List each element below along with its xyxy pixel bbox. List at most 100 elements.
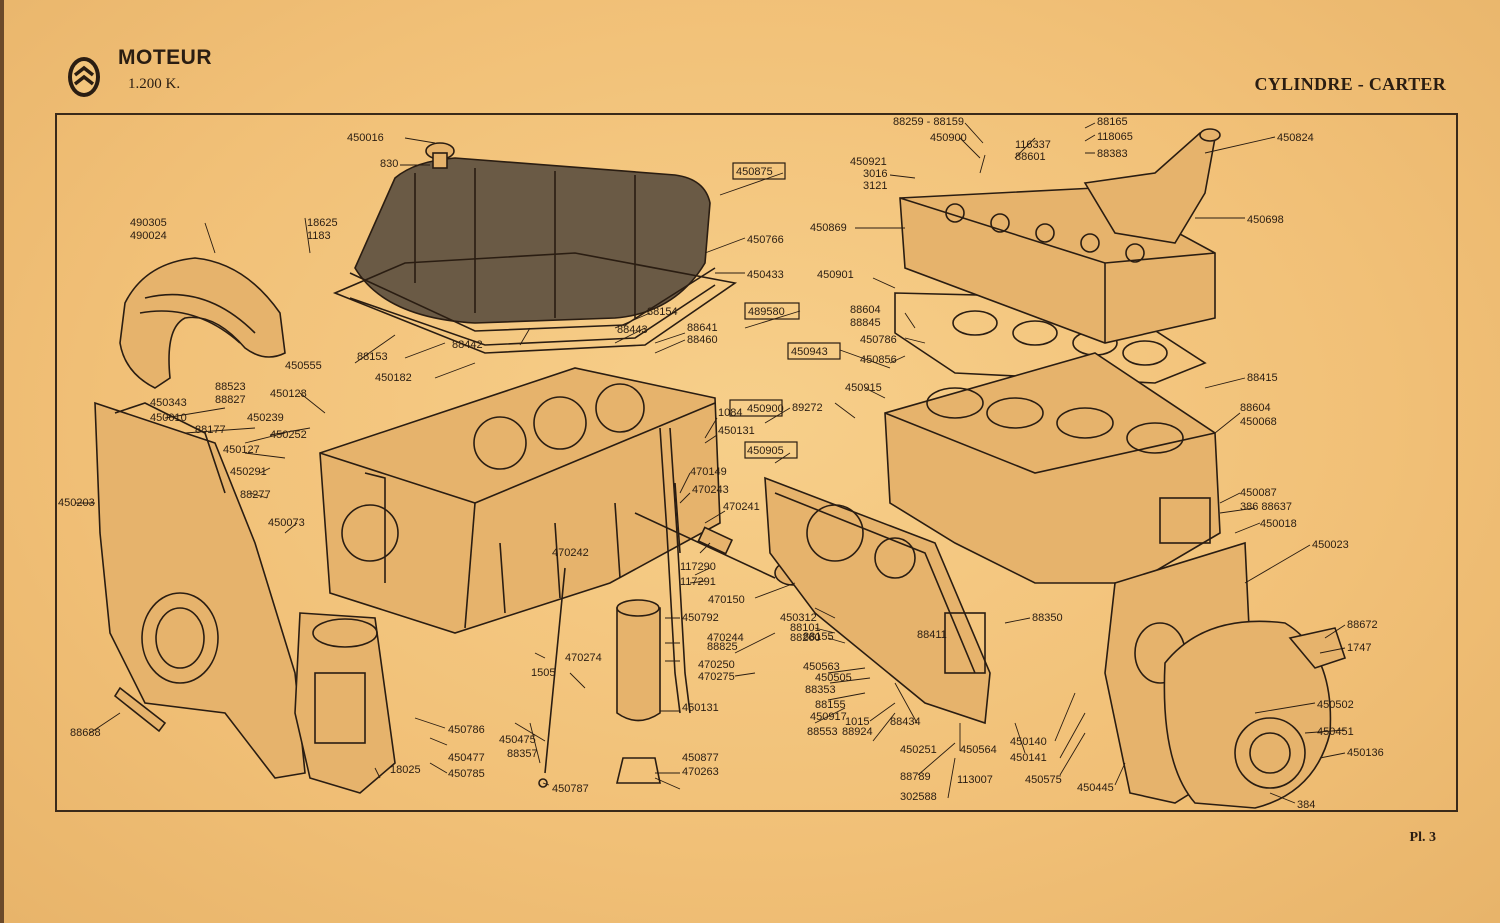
part-number-label: 1505 [531, 667, 555, 679]
timing-housing [94, 401, 306, 779]
part-number-label: 88688 [70, 727, 101, 739]
part-number-label: 470274 [565, 652, 602, 664]
part-number-label: 450901 [817, 269, 854, 281]
part-number-label: 88153 [357, 351, 388, 363]
part-number-label: 88604 [1240, 402, 1271, 414]
part-number-label: 116337 [1015, 139, 1051, 151]
part-number-label: 88260 [790, 632, 821, 644]
part-number-label: 450785 [448, 768, 485, 780]
part-number-label: 1747 [1347, 642, 1371, 654]
oil-filter [615, 599, 661, 784]
support-bracket [1288, 627, 1347, 669]
part-number-label: 450698 [1247, 214, 1284, 226]
part-number-label: 302588 [900, 791, 937, 803]
part-number-label: 450869 [810, 222, 847, 234]
part-number-label: 450475 [499, 734, 536, 746]
part-number-label: 88601 [1015, 151, 1046, 163]
part-number-label: 470250 [698, 659, 735, 671]
part-number-label: 450140 [1010, 736, 1047, 748]
part-number-label: 88155 [803, 631, 834, 643]
part-number-label: 384 [1297, 799, 1315, 811]
part-number-label: 1084 [718, 407, 742, 419]
part-number-label: 117290 [680, 561, 716, 573]
dipstick [538, 567, 566, 788]
part-number-label: 470243 [692, 484, 729, 496]
part-number-label: 88924 [842, 726, 873, 738]
part-number-label: 18625 [307, 217, 338, 229]
part-number-label: 450131 [682, 702, 719, 714]
engine-block-right [884, 352, 1221, 584]
part-number-label: 88415 [1247, 372, 1278, 384]
page-title: MOTEUR [118, 46, 212, 69]
part-number-label: 88155 [815, 699, 846, 711]
plate-number: Pl. 3 [1409, 830, 1436, 845]
part-number-label: 450921 [850, 156, 887, 168]
part-number-label: 450575 [1025, 774, 1062, 786]
part-number-label: 88383 [1097, 148, 1128, 160]
part-number-label: 450787 [552, 783, 589, 795]
part-number-label: 450451 [1317, 726, 1354, 738]
part-number-label: 450445 [1077, 782, 1114, 794]
part-number-label: 88460 [687, 334, 718, 346]
part-number-label: 450023 [1312, 539, 1349, 551]
part-number-label: 450433 [747, 269, 784, 281]
part-number-label: 88442 [452, 339, 483, 351]
part-number-label: 88165 [1097, 116, 1128, 128]
part-number-label: 113007 [957, 774, 993, 786]
link-rod [113, 686, 167, 733]
part-number-label: 89272 [792, 402, 823, 414]
part-number-label: 1183 [307, 230, 331, 242]
part-number-label: 117291 [680, 576, 716, 588]
part-number-label: 450068 [1240, 416, 1277, 428]
part-number-label: 470263 [682, 766, 719, 778]
part-number-label: 88789 [900, 771, 931, 783]
part-number-label: 3121 [863, 180, 887, 192]
part-number-label: 450563 [803, 661, 840, 673]
flywheel-housing [1163, 620, 1332, 809]
part-number-label: 450875 [736, 166, 773, 178]
part-number-label: 88604 [850, 304, 881, 316]
part-number-label: 470241 [723, 501, 760, 513]
valve-cover [349, 142, 716, 332]
part-number-label: 88277 [240, 489, 271, 501]
part-labels: 450016 830 450875 450766 450433 489580 4… [58, 116, 1384, 811]
part-number-label: 450917 [810, 711, 847, 723]
part-number-label: 88177 [195, 424, 226, 436]
part-number-label: 470244 [707, 632, 744, 644]
cylinder-block [319, 367, 721, 634]
part-number-label: 470149 [690, 466, 727, 478]
part-number-label: 450251 [900, 744, 937, 756]
part-number-label: 88641 [687, 322, 718, 334]
part-number-label: 88101 [790, 622, 821, 634]
part-number-label: 88434 [890, 716, 921, 728]
exploded-engine-diagram: 450016 830 450875 450766 450433 489580 4… [58, 116, 1384, 811]
part-number-label: 470275 [698, 671, 735, 683]
part-number-label: 386 88637 [1240, 501, 1292, 513]
part-number-label: 450141 [1010, 752, 1047, 764]
part-number-label: 1015 [845, 716, 869, 728]
part-number-label: 450128 [270, 388, 307, 400]
part-number-label: 88443 [617, 324, 648, 336]
part-number-label: 88523 [215, 381, 246, 393]
part-number-label: 470242 [552, 547, 589, 559]
part-number-label: 450943 [791, 346, 828, 358]
part-number-label: 450018 [1260, 518, 1297, 530]
label-boxes [729, 162, 841, 459]
part-number-label: 830 [380, 158, 398, 170]
part-number-label: 88411 [917, 629, 947, 641]
part-number-label: 450252 [270, 429, 307, 441]
part-number-label: 450555 [285, 360, 322, 372]
part-number-label: 450136 [1347, 747, 1384, 759]
part-number-label: 88827 [215, 394, 246, 406]
intake-manifold [764, 476, 991, 725]
part-number-label: 18025 [390, 764, 421, 776]
part-number-label: 450073 [268, 517, 305, 529]
page-subtitle: 1.200 K. [128, 76, 181, 92]
part-number-label: 450477 [448, 752, 485, 764]
part-number-label: 450877 [682, 752, 719, 764]
part-number-label: 450127 [223, 444, 260, 456]
part-number-label: 490305 [130, 217, 167, 229]
part-number-label: 88154 [647, 306, 678, 318]
part-number-label: 470150 [708, 594, 745, 606]
part-number-label: 450792 [682, 612, 719, 624]
